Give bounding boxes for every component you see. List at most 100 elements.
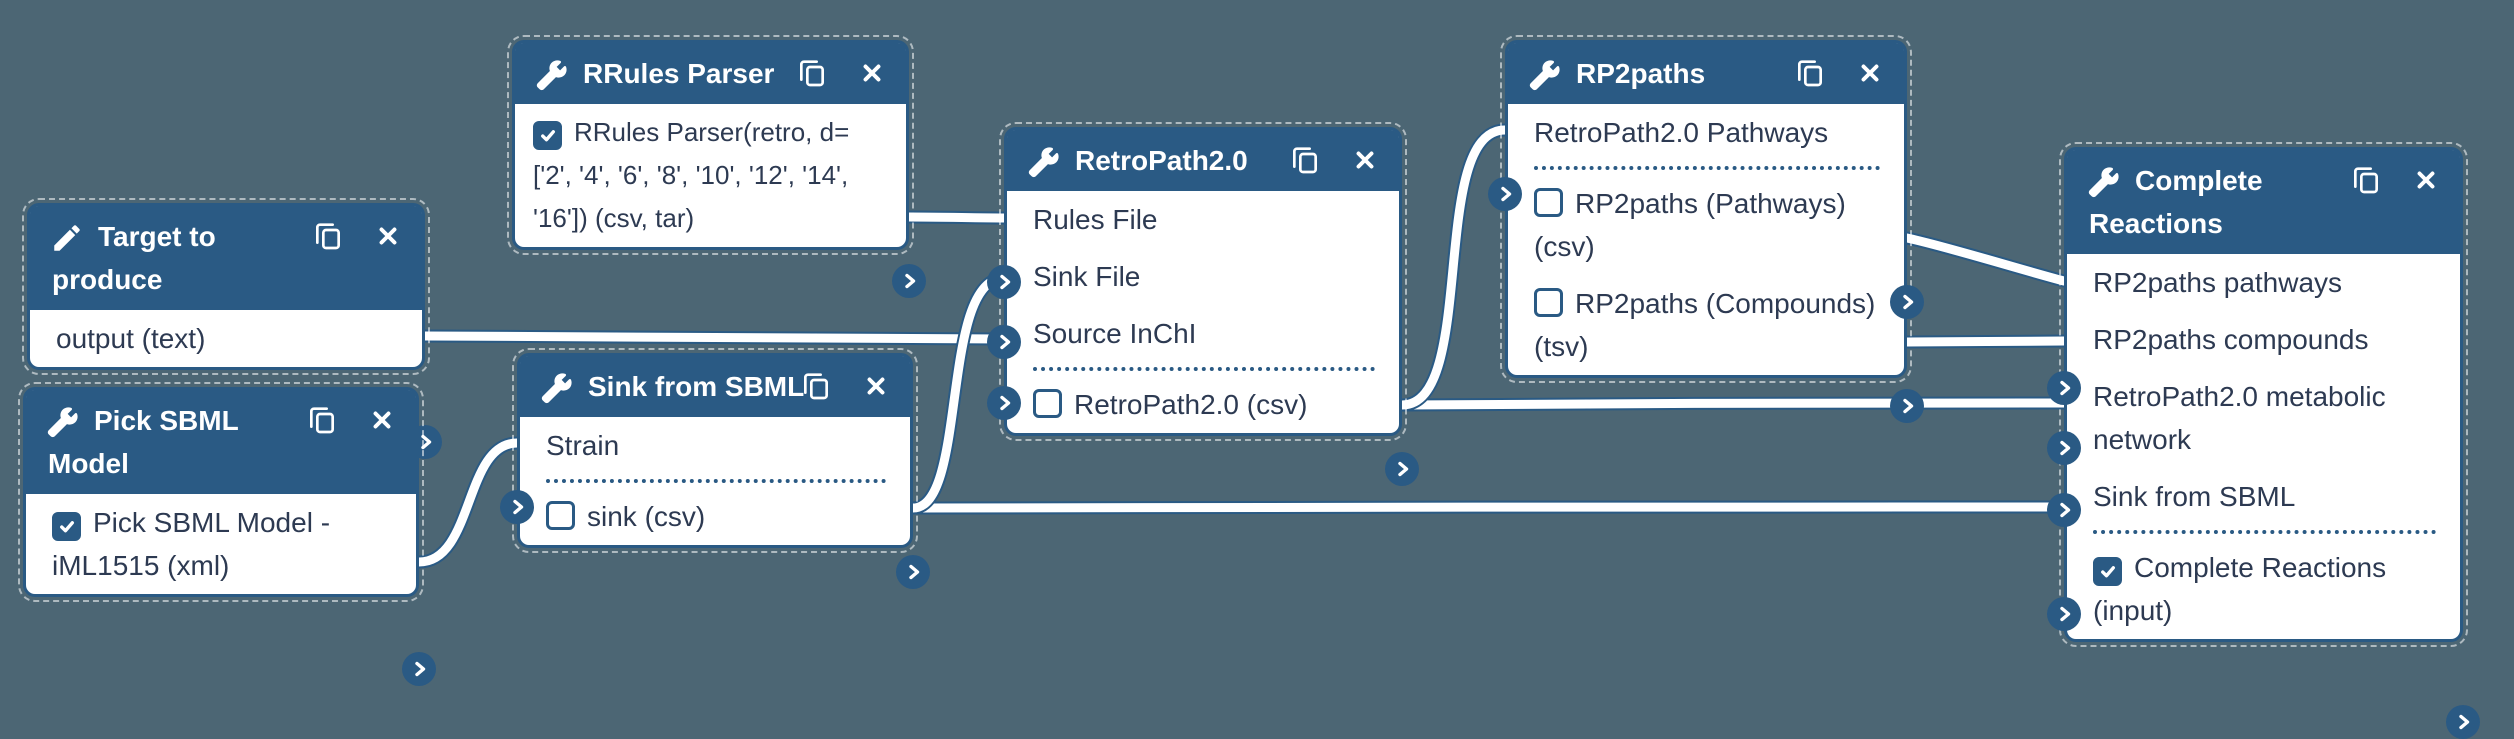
- divider: [1033, 367, 1375, 371]
- node-header[interactable]: Pick SBML Model: [26, 390, 416, 494]
- wire-sink-to-complete-sinkfromsbml[interactable]: [906, 500, 2071, 515]
- input-label: Sink from SBML: [2093, 481, 2296, 512]
- input-port[interactable]: [2047, 493, 2081, 527]
- input-port[interactable]: [987, 386, 1021, 420]
- output-port[interactable]: [896, 555, 930, 589]
- wrench-icon: [2087, 165, 2121, 199]
- duplicate-node-button[interactable]: [2348, 162, 2384, 198]
- param-output-row: RP2paths (Pathways) (csv): [1508, 175, 1924, 319]
- input-row: RP2paths pathways: [2047, 254, 2460, 405]
- node-title: Sink from SBML: [588, 371, 805, 402]
- output-checkbox[interactable]: [533, 121, 562, 150]
- duplicate-node-button[interactable]: [310, 218, 346, 254]
- duplicate-node-button[interactable]: [1287, 142, 1323, 178]
- output-checkbox[interactable]: [1534, 188, 1563, 217]
- node-header[interactable]: RP2paths: [1508, 43, 1904, 104]
- close-node-button[interactable]: [370, 218, 406, 254]
- divider: [2093, 530, 2436, 534]
- input-label: Source InChI: [1033, 318, 1197, 349]
- input-label: RetroPath2.0 metabolic network: [2093, 381, 2386, 455]
- node-complete-reactions: Complete Reactions RP2paths pathways RP2…: [2047, 142, 2480, 739]
- node-title: RRules Parser: [583, 58, 775, 89]
- output-port[interactable]: [2446, 705, 2480, 739]
- wire-sink-to-sinkfile[interactable]: [906, 271, 1011, 515]
- wire-pick-to-strain[interactable]: [412, 436, 524, 569]
- close-node-button[interactable]: [364, 402, 400, 438]
- node-header[interactable]: RetroPath2.0: [1007, 130, 1399, 191]
- node-target-to-produce: Target to produce output (text): [22, 198, 442, 459]
- node-title: Target to produce: [52, 221, 216, 295]
- input-port[interactable]: [2047, 371, 2081, 405]
- output-port[interactable]: [892, 264, 926, 298]
- close-node-button[interactable]: [858, 368, 894, 404]
- duplicate-node-button[interactable]: [798, 368, 834, 404]
- input-port[interactable]: [1488, 177, 1522, 211]
- output-label: RetroPath2.0 (csv): [1074, 389, 1308, 420]
- duplicate-node-button[interactable]: [304, 402, 340, 438]
- input-port[interactable]: [500, 490, 534, 524]
- output-checkbox[interactable]: [2093, 557, 2122, 586]
- input-port[interactable]: [987, 265, 1021, 299]
- wrench-icon: [46, 405, 80, 439]
- node-header[interactable]: RRules Parser: [515, 43, 906, 104]
- output-checkbox[interactable]: [1534, 288, 1563, 317]
- output-port[interactable]: [402, 652, 436, 686]
- output-port[interactable]: [1890, 285, 1924, 319]
- divider: [546, 479, 886, 483]
- output-port[interactable]: [1890, 389, 1924, 423]
- node-header[interactable]: Complete Reactions: [2067, 150, 2460, 254]
- close-node-button[interactable]: [1347, 142, 1383, 178]
- input-label: RP2paths compounds: [2093, 324, 2369, 355]
- duplicate-node-button[interactable]: [1792, 55, 1828, 91]
- duplicate-node-button[interactable]: [794, 55, 830, 91]
- wire-retropath-to-complete-metabolic[interactable]: [1395, 396, 2071, 412]
- input-port[interactable]: [2047, 431, 2081, 465]
- input-label: Rules File: [1033, 204, 1158, 235]
- input-label: RetroPath2.0 Pathways: [1534, 117, 1829, 148]
- input-row: RetroPath2.0 metabolic network: [2047, 368, 2460, 527]
- wire-retropath-to-rp2pathways-in[interactable]: [1395, 123, 1512, 412]
- divider: [1534, 166, 1880, 170]
- output-label: RP2paths (Compounds) (tsv): [1534, 288, 1876, 362]
- param-output-row: sink (csv): [520, 488, 930, 589]
- wrench-icon: [1528, 58, 1562, 92]
- wire-rp2pathways-to-complete[interactable]: [1900, 231, 2071, 288]
- param-output-row: RetroPath2.0 (csv): [1007, 376, 1419, 486]
- close-node-button[interactable]: [1852, 55, 1888, 91]
- output-label: sink (csv): [587, 501, 706, 532]
- node-rp2paths: RP2paths RetroPath2.0 Pathways RP2paths …: [1488, 35, 1924, 423]
- param-output-row: RRules Parser(retro, d=['2', '4', '6', '…: [515, 104, 926, 298]
- output-label: RRules Parser(retro, d=['2', '4', '6', '…: [533, 117, 850, 233]
- input-label: RP2paths pathways: [2093, 267, 2343, 298]
- node-title: Complete Reactions: [2089, 165, 2263, 239]
- output-checkbox[interactable]: [1033, 389, 1062, 418]
- input-row: Source InChI: [987, 305, 1399, 420]
- node-rrules-parser: RRules Parser RRules Parser(retro, d=['2…: [507, 35, 926, 298]
- close-node-button[interactable]: [854, 55, 890, 91]
- wrench-icon: [1027, 145, 1061, 179]
- node-header[interactable]: Sink from SBML: [520, 356, 910, 417]
- input-port[interactable]: [987, 325, 1021, 359]
- output-port[interactable]: [1385, 452, 1419, 486]
- output-label: Pick SBML Model - iML1515 (xml): [52, 507, 331, 581]
- wire-layer: [412, 123, 2071, 569]
- input-port[interactable]: [2047, 597, 2081, 631]
- param-output-row: RP2paths (Compounds) (tsv): [1508, 275, 1924, 423]
- output-checkbox[interactable]: [546, 501, 575, 530]
- input-row: Strain: [500, 417, 910, 524]
- wire-rp2compounds-to-complete[interactable]: [1900, 334, 2071, 349]
- node-title: RetroPath2.0: [1075, 145, 1248, 176]
- input-label: Strain: [546, 430, 620, 461]
- output-label: RP2paths (Pathways) (csv): [1534, 188, 1846, 262]
- output-checkbox[interactable]: [52, 512, 81, 541]
- param-output-row: Pick SBML Model - iML1515 (xml): [26, 494, 436, 686]
- wire-rrules-to-rulesfile[interactable]: [902, 210, 1011, 225]
- wire-target-to-sourceinchi[interactable]: [418, 329, 1011, 346]
- input-row: RP2paths compounds: [2047, 311, 2460, 465]
- param-output-row: Complete Reactions (input): [2067, 539, 2480, 739]
- input-label: Sink File: [1033, 261, 1141, 292]
- input-row: Rules File: [987, 191, 1399, 299]
- node-sink-from-sbml: Sink from SBML Strain sink (csv): [500, 348, 930, 589]
- node-header[interactable]: Target to produce: [30, 206, 422, 310]
- close-node-button[interactable]: [2408, 162, 2444, 198]
